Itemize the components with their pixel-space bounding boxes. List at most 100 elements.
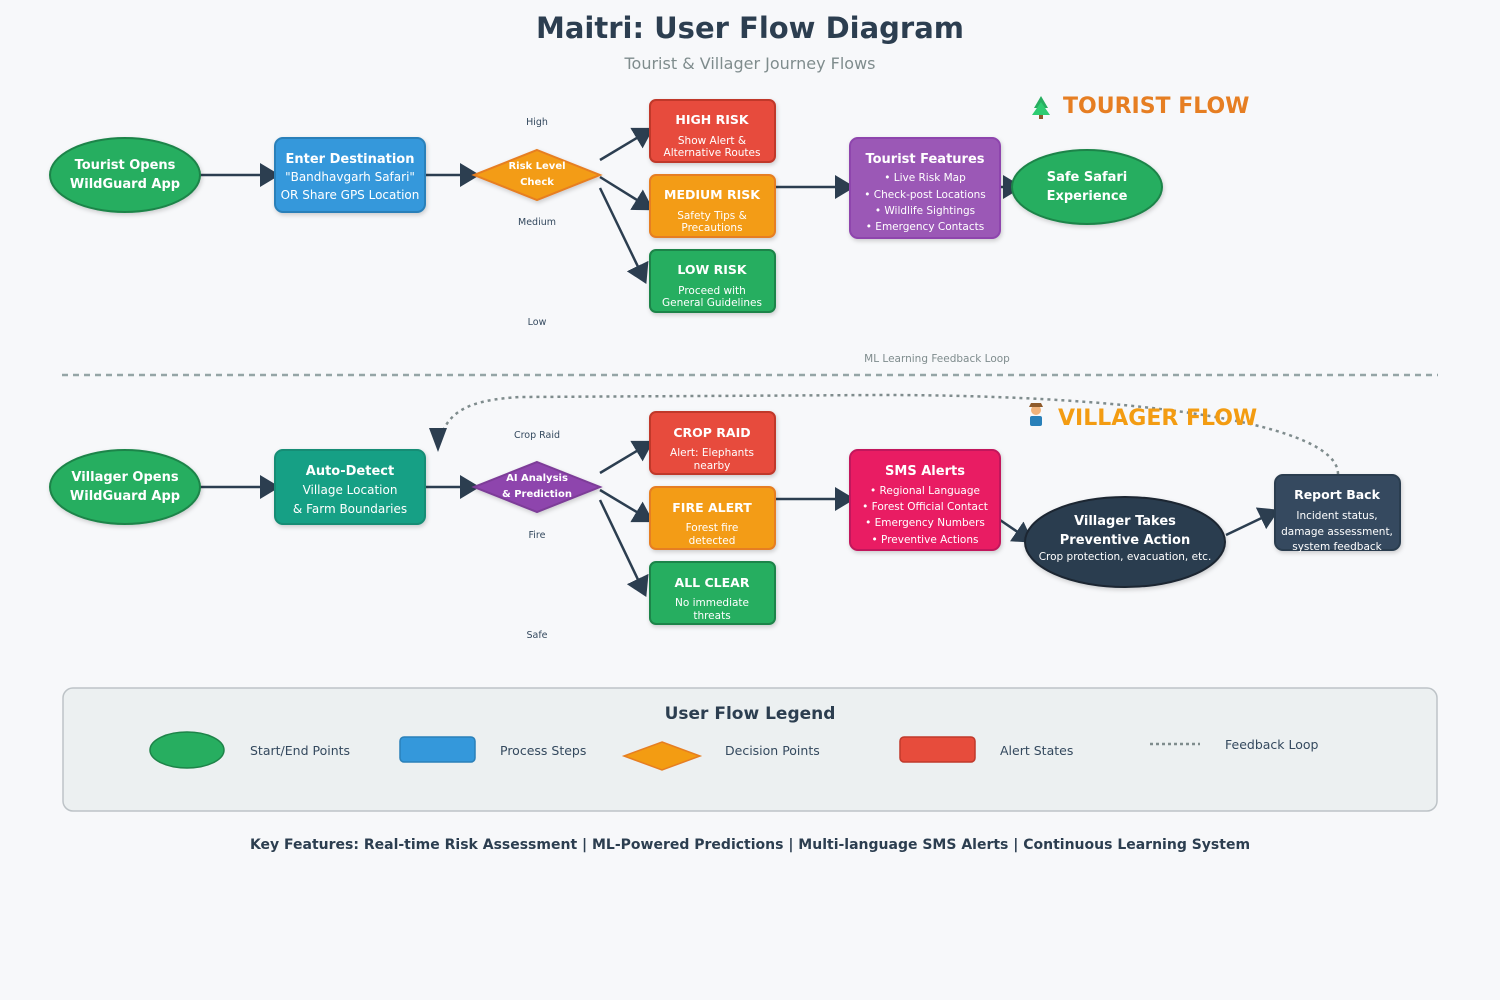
svg-text:Incident status,: Incident status, xyxy=(1296,510,1377,522)
edge-label-low: Low xyxy=(528,317,547,328)
legend-panel: User Flow Legend Start/End Points Proces… xyxy=(62,687,1438,812)
svg-text:Alert: Elephants: Alert: Elephants xyxy=(670,447,754,459)
edge-label-fire: Fire xyxy=(529,530,546,541)
svg-text:Proceed with: Proceed with xyxy=(678,285,746,297)
arrow-action-to-report xyxy=(1225,507,1280,537)
svg-text:MEDIUM RISK: MEDIUM RISK xyxy=(664,187,761,202)
svg-text:Precautions: Precautions xyxy=(681,222,742,234)
svg-text:"Bandhavgarh Safari": "Bandhavgarh Safari" xyxy=(285,170,415,184)
preventive-action-node: Villager Takes Preventive Action Crop pr… xyxy=(1024,496,1226,588)
villager-flow-label: VILLAGER FLOW xyxy=(1058,406,1257,431)
svg-text:General Guidelines: General Guidelines xyxy=(662,297,762,309)
legend-item-process: Process Steps xyxy=(399,736,586,763)
villager-flow-header: VILLAGER FLOW xyxy=(1029,403,1257,431)
legend-item-alert: Alert States xyxy=(899,736,1073,763)
svg-text:Process Steps: Process Steps xyxy=(500,743,586,758)
edge-label-high: High xyxy=(526,117,548,128)
tourist-features-node: Tourist Features • Live Risk Map • Check… xyxy=(849,137,1001,239)
svg-text:Risk Level: Risk Level xyxy=(508,161,565,172)
tree-icon xyxy=(1032,96,1050,119)
high-risk-node: HIGH RISK Show Alert & Alternative Route… xyxy=(649,99,776,163)
sms-item: • Regional Language xyxy=(870,485,980,497)
feature-item: • Wildlife Sightings xyxy=(875,205,975,217)
svg-text:Experience: Experience xyxy=(1047,189,1128,204)
villager-connectors xyxy=(200,440,1280,598)
svg-text:Alert States: Alert States xyxy=(1000,743,1073,758)
risk-level-decision: Risk Level Check xyxy=(471,148,603,202)
svg-text:Check: Check xyxy=(520,177,554,188)
auto-detect-node: Auto-Detect Village Location & Farm Boun… xyxy=(274,449,426,525)
svg-text:Tourist Opens: Tourist Opens xyxy=(75,158,176,173)
svg-text:AI Analysis: AI Analysis xyxy=(506,473,568,484)
svg-text:Auto-Detect: Auto-Detect xyxy=(306,464,394,479)
feature-item: • Emergency Contacts xyxy=(866,221,984,233)
svg-text:Decision Points: Decision Points xyxy=(725,743,820,758)
svg-text:& Prediction: & Prediction xyxy=(502,489,572,500)
legend-item-start-end: Start/End Points xyxy=(149,731,350,769)
svg-text:Enter Destination: Enter Destination xyxy=(285,152,414,167)
svg-text:OR Share GPS Location: OR Share GPS Location xyxy=(281,188,420,202)
svg-text:Villager Opens: Villager Opens xyxy=(71,470,178,485)
svg-text:Show Alert &: Show Alert & xyxy=(678,135,746,147)
arrow-to-high xyxy=(599,127,654,162)
svg-text:Village Location: Village Location xyxy=(303,483,398,497)
all-clear-node: ALL CLEAR No immediate threats xyxy=(649,561,776,625)
arrow-sms-to-action xyxy=(999,518,1034,543)
edge-label-medium: Medium xyxy=(518,217,556,228)
svg-text:No immediate: No immediate xyxy=(675,597,749,609)
page-subtitle: Tourist & Villager Journey Flows xyxy=(623,54,875,73)
svg-text:nearby: nearby xyxy=(694,460,731,472)
svg-text:WildGuard App: WildGuard App xyxy=(70,177,180,192)
tourist-start-node: Tourist Opens WildGuard App xyxy=(49,137,201,213)
svg-text:CROP RAID: CROP RAID xyxy=(673,425,750,440)
villager-start-node: Villager Opens WildGuard App xyxy=(49,449,201,525)
svg-text:threats: threats xyxy=(693,610,730,622)
feedback-loop-arrowhead xyxy=(429,428,447,452)
low-risk-node: LOW RISK Proceed with General Guidelines xyxy=(649,249,776,313)
feature-item: • Check-post Locations xyxy=(864,189,986,201)
sms-item: • Emergency Numbers xyxy=(865,517,985,529)
edge-label-crop-raid: Crop Raid xyxy=(514,430,560,441)
tourist-flow-header: TOURIST FLOW xyxy=(1032,94,1249,119)
svg-text:HIGH RISK: HIGH RISK xyxy=(675,112,749,127)
edge-label-safe: Safe xyxy=(526,630,547,641)
svg-text:Forest fire: Forest fire xyxy=(686,522,739,534)
svg-text:detected: detected xyxy=(689,535,736,547)
tourist-connectors xyxy=(200,127,1023,285)
arrow-to-low xyxy=(598,187,649,285)
arrow-to-crop xyxy=(599,440,654,475)
ai-analysis-decision: AI Analysis & Prediction xyxy=(471,460,603,514)
arrow-to-clear xyxy=(598,499,649,598)
legend-item-feedback: Feedback Loop xyxy=(1150,737,1319,752)
sms-item: • Preventive Actions xyxy=(872,534,979,546)
svg-text:Start/End Points: Start/End Points xyxy=(250,743,350,758)
medium-risk-node: MEDIUM RISK Safety Tips & Precautions xyxy=(649,174,776,238)
enter-destination-node: Enter Destination "Bandhavgarh Safari" O… xyxy=(274,137,426,213)
svg-text:LOW RISK: LOW RISK xyxy=(677,262,748,277)
svg-text:Feedback Loop: Feedback Loop xyxy=(1225,737,1319,752)
svg-text:Safety Tips &: Safety Tips & xyxy=(677,210,747,222)
svg-text:Preventive Action: Preventive Action xyxy=(1060,533,1190,548)
svg-text:Report Back: Report Back xyxy=(1294,487,1381,502)
legend-title: User Flow Legend xyxy=(665,704,836,724)
svg-text:Crop protection, evacuation, e: Crop protection, evacuation, etc. xyxy=(1039,551,1212,563)
arrow-to-medium xyxy=(599,175,654,211)
crop-raid-node: CROP RAID Alert: Elephants nearby xyxy=(649,411,776,475)
sms-item: • Forest Official Contact xyxy=(862,501,988,513)
svg-text:SMS Alerts: SMS Alerts xyxy=(885,464,965,479)
feedback-loop-curve xyxy=(436,393,1340,475)
fire-alert-node: FIRE ALERT Forest fire detected xyxy=(649,486,776,550)
svg-text:ALL CLEAR: ALL CLEAR xyxy=(675,575,750,590)
svg-text:Alternative Routes: Alternative Routes xyxy=(664,147,761,159)
svg-text:FIRE ALERT: FIRE ALERT xyxy=(672,500,752,515)
svg-text:system feedback: system feedback xyxy=(1292,541,1382,553)
farmer-icon xyxy=(1029,403,1043,426)
report-back-node: Report Back Incident status, damage asse… xyxy=(1274,474,1401,553)
tourist-flow-label: TOURIST FLOW xyxy=(1063,94,1249,119)
svg-text:Villager Takes: Villager Takes xyxy=(1074,514,1176,529)
sms-alerts-node: SMS Alerts • Regional Language • Forest … xyxy=(849,449,1001,551)
page-title: Maitri: User Flow Diagram xyxy=(536,11,964,45)
arrow-to-fire xyxy=(599,488,654,523)
svg-text:damage assessment,: damage assessment, xyxy=(1281,526,1393,538)
